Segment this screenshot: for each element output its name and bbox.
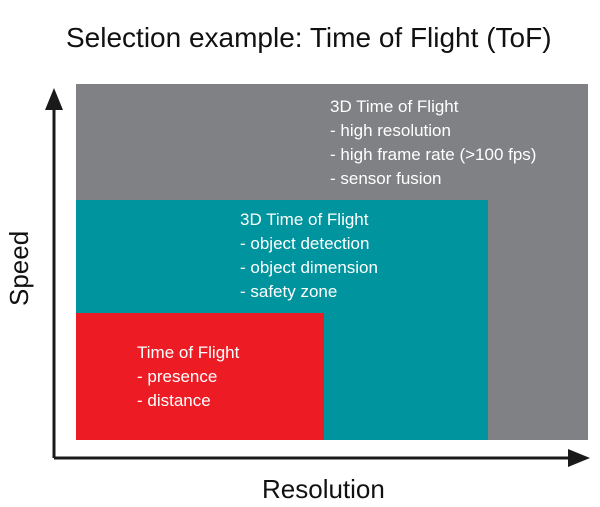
diagram-title: Selection example: Time of Flight (ToF) bbox=[66, 22, 552, 53]
region-heading: 3D Time of Flight bbox=[240, 210, 369, 229]
region-feature: - object dimension bbox=[240, 258, 378, 277]
region-feature: - high frame rate (>100 fps) bbox=[330, 145, 537, 164]
region-feature: - distance bbox=[137, 391, 211, 410]
region-3d-tof-high-end-text: 3D Time of Flight - high resolution - hi… bbox=[330, 95, 536, 191]
x-axis-arrowhead bbox=[568, 449, 590, 467]
region-feature: - object detection bbox=[240, 234, 370, 253]
region-feature: - presence bbox=[137, 367, 218, 386]
region-heading: 3D Time of Flight bbox=[330, 97, 459, 116]
y-axis-arrowhead bbox=[45, 88, 63, 110]
x-axis-label: Resolution bbox=[262, 474, 385, 504]
region-feature: - high resolution bbox=[330, 121, 451, 140]
region-tof-basic-text: Time of Flight - presence - distance bbox=[137, 341, 239, 413]
region-feature: - sensor fusion bbox=[330, 169, 442, 188]
region-tof-basic bbox=[76, 313, 324, 440]
y-axis-label: Speed bbox=[4, 230, 34, 306]
region-heading: Time of Flight bbox=[137, 343, 240, 362]
region-3d-tof-mid-range-text: 3D Time of Flight - object detection - o… bbox=[240, 208, 378, 304]
region-feature: - safety zone bbox=[240, 282, 338, 301]
